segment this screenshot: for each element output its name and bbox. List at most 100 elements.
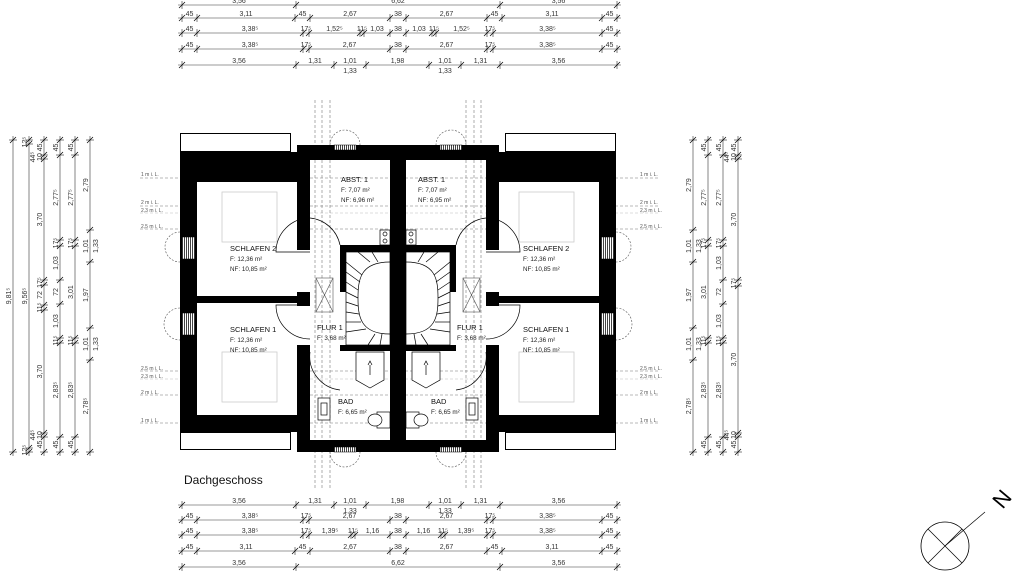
dimension-label: 3,11 [545,544,558,551]
dimension-label: 3,01 [68,285,75,299]
dimension-sublabel: 1,33 [343,508,357,515]
dormer [180,133,291,152]
dimension-label: 17⁵ [701,238,708,249]
dimension-label: 17⁵ [716,238,723,249]
room-schlafen1-left: SCHLAFEN 1 F: 12,36 m² NF: 10,85 m² [230,325,276,354]
room-area: F: 3,68 m² [457,335,486,342]
height-note-2-5m: 2,5 m i. L. [640,224,662,230]
dimension-label: 45 [37,144,44,152]
room-name: BAD [431,397,447,406]
dimension-label: 2,67 [440,513,454,520]
room-schlafen2-left: SCHLAFEN 2 F: 12,36 m² NF: 10,85 m² [230,244,276,273]
dimension-label: 72 [37,291,44,299]
compass-circle [920,521,970,571]
dimension-note: 44⁵ [724,430,731,441]
dimension-label: 1,31 [474,498,488,505]
dimension-label: 38 [394,42,402,49]
dimension-label: 1,39⁵ [322,528,339,535]
dimension-label: 17⁵ [485,528,496,535]
dimension-label: 2,67 [343,513,357,520]
dimension-label: 72 [53,288,60,296]
dimension-label: 45 [491,11,499,18]
dimension-label: 3,56 [552,498,566,505]
dimension-label: 11⁵ [53,335,60,345]
dimension-label: 11⁵ [37,302,44,312]
dimension-label: 45 [701,144,708,152]
room-area: F: 7,07 m² [418,187,447,194]
dimension-label: 2,83⁵ [53,382,60,399]
dimension-label: 3,38⁵ [539,42,556,49]
dimension-label: 45 [606,528,614,535]
dimension-label: 3,38⁵ [242,42,259,49]
dimension-label: 3,56 [552,560,566,567]
room-net-area: NF: 10,85 m² [230,347,267,354]
dimension-label: 3,56 [232,0,246,5]
dimension-label: 3,70 [37,365,44,379]
room-net-area: NF: 6,96 m² [341,197,374,204]
staircase [345,251,391,346]
dimension-label: 45 [53,441,60,449]
north-label: N [987,485,1016,513]
dimension-label: 45 [37,441,44,449]
room-name: SCHLAFEN 1 [230,325,276,334]
height-note-1m: 1 m i. L. [141,172,159,178]
height-note-1m: 1 m i. L. [141,418,159,424]
dimension-label: 38 [394,544,402,551]
room-area: F: 12,36 m² [523,256,555,263]
left-house-walls [163,129,398,468]
dimension-label: 9,56⁵ [22,288,29,305]
bed-outline [221,191,278,403]
dimension-label: 45 [701,441,708,449]
dimension-label: 2,83⁵ [716,382,723,399]
dimension-label: 3,38⁵ [539,528,556,535]
dimension-sublabel: 1,33 [438,68,452,75]
dimension-label: 1,01 [438,498,452,505]
dimension-label: 45 [299,544,307,551]
dimension-label: 1,01 [83,239,90,253]
dimension-label: 6,62 [391,0,405,5]
dimension-label: 2,83⁵ [68,382,75,399]
dimension-label: 45 [186,513,194,520]
dimension-label: 3,70 [37,213,44,227]
dimension-label: 45 [53,144,60,152]
dimension-label: 3,38⁵ [242,513,259,520]
dimension-label: 45 [731,144,738,152]
dimension-label: 6,62 [391,560,405,567]
room-name: SCHLAFEN 2 [523,244,569,253]
dimension-sublabel: 1,33 [93,337,100,351]
room-area: F: 12,36 m² [230,256,262,263]
dimension-label: 2,78⁵ [686,398,693,415]
dimension-label: 1,31 [308,498,322,505]
room-name: ABST. 1 [341,175,368,184]
room-name: FLUR 1 [457,323,483,332]
dimension-label: 3,56 [552,0,566,5]
dimension-label: 45 [731,441,738,449]
room-flur-left: FLUR 1 F: 3,68 m² [317,323,346,342]
dimension-label: 72 [716,288,723,296]
window [181,236,196,260]
dimension-label: 17⁵ [301,528,312,535]
dimension-label: 2,67 [440,544,454,551]
dimension-label: 38 [394,528,402,535]
dimension-label: 12⁵ [22,137,29,148]
dimension-label: 1,01 [686,337,693,351]
dimension-label: 3,38⁵ [242,528,259,535]
height-note-2-5m: 2,5 m i. L. [640,366,662,372]
height-note-2-3m: 2,3 m i. L. [141,208,163,214]
height-note-2m: 2 m i. L. [141,390,159,396]
dormer [180,432,291,450]
dimension-label: 10 [37,153,44,161]
dimension-label: 17⁵ [301,513,312,520]
dimension-label: 3,38⁵ [242,26,259,33]
dimension-label: 3,70 [731,213,738,227]
height-note-2-5m: 2,5 m i. L. [141,366,163,372]
dimension-label: 11⁵ [701,335,708,345]
window [333,446,357,453]
room-area: F: 12,36 m² [523,337,555,344]
dimension-label: 45 [186,528,194,535]
dimension-label: 2,67 [343,544,357,551]
dimension-label: 10 [731,153,738,161]
dimension-label: 2,77⁵ [716,189,723,206]
dimension-label: 9,81⁵ [6,288,13,305]
